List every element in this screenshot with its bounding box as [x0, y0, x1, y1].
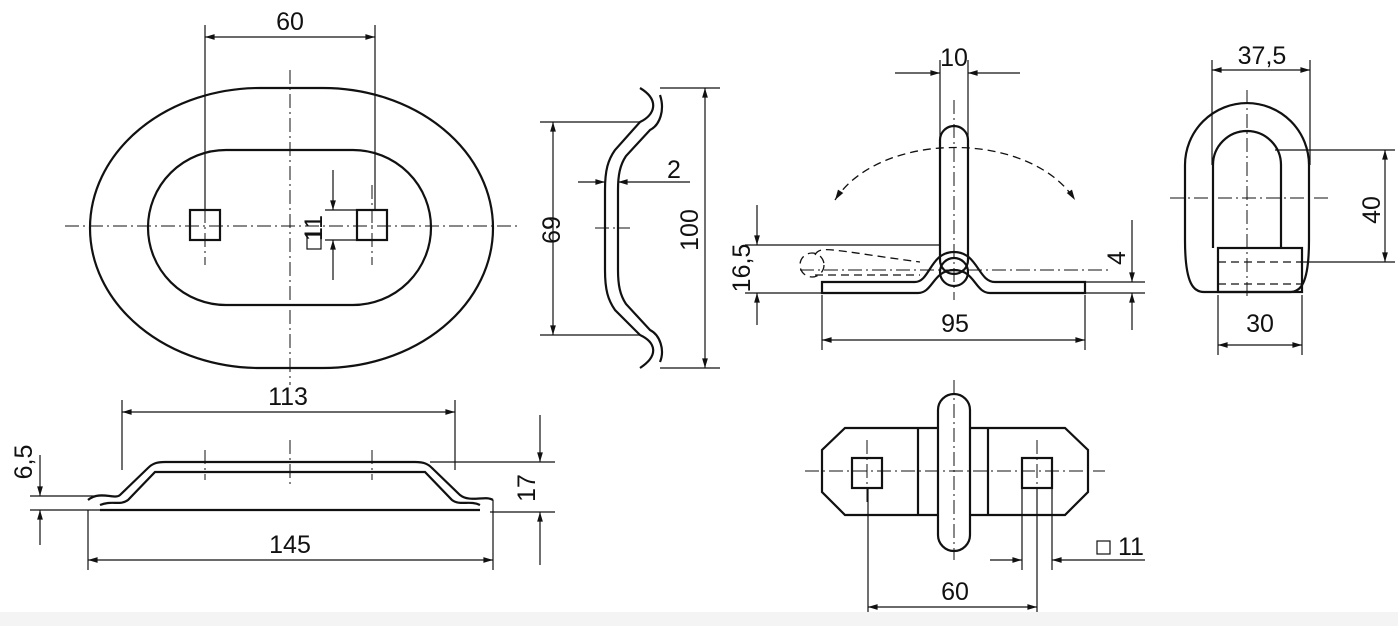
dim-base-width-label: 30 [1246, 310, 1274, 338]
dim-base-length-label: 95 [941, 310, 969, 338]
bottom-edge [0, 612, 1398, 626]
dim-base-thickness-label: 4 [1103, 251, 1131, 265]
dim-total-height-label: 17 [513, 474, 541, 502]
dim-square-size-label: 11 [300, 215, 328, 241]
dim-ring-width-label: 10 [940, 44, 968, 72]
dim-hole-spacing-label-2: 60 [941, 578, 969, 606]
dim-outer-height-label: 100 [676, 209, 704, 251]
d-ring-front-view: 37,5 40 30 [1170, 42, 1395, 355]
dim-thickness-label: 2 [667, 156, 681, 184]
dim-ring-height-label: 40 [1358, 196, 1386, 224]
dim-inner-height-label: 69 [538, 216, 566, 244]
plate-side-section: 69 100 2 [538, 87, 720, 369]
oval-plate-top-view: 60 11 [65, 8, 520, 385]
dim-ring-outer-width-label: 37,5 [1238, 42, 1287, 70]
dim-flange-height-label: 6,5 [10, 445, 38, 480]
dim-hole-spacing-label: 60 [276, 8, 304, 36]
plate-front-profile: 113 145 6,5 17 [10, 383, 555, 570]
folding-ring-top-view: 60 11 [805, 380, 1145, 615]
dim-pivot-height-label: 16,5 [728, 244, 756, 293]
dim-outer-width-label: 145 [269, 531, 311, 559]
folding-ring-side-view: 10 16,5 4 95 [728, 44, 1145, 350]
dim-inner-width-label: 113 [268, 383, 308, 411]
dim-square-hole-label: 11 [1118, 533, 1144, 561]
